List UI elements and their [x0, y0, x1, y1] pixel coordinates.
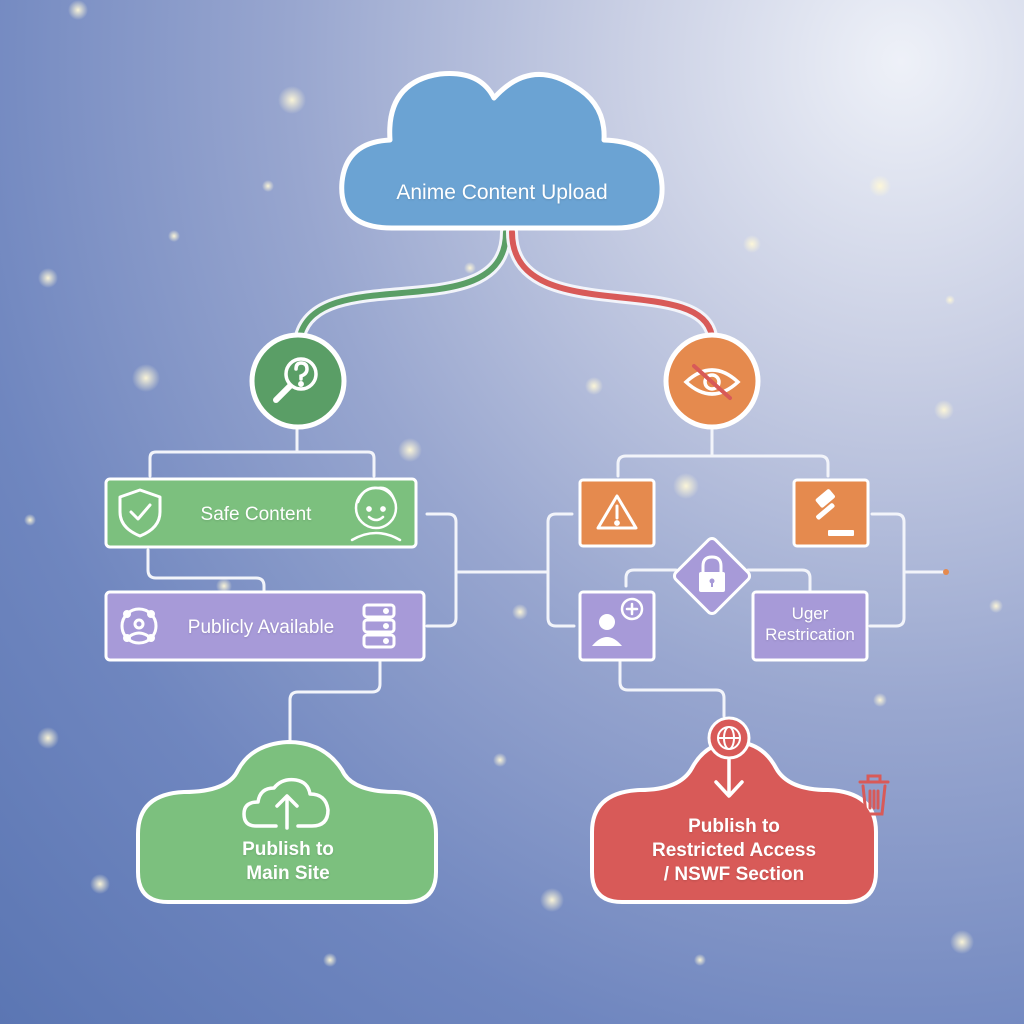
connector-endpoint [943, 569, 949, 575]
publicly-available-label: Publicly Available [187, 617, 335, 638]
user-restriction-label: Uger Restrication [753, 603, 867, 646]
upload-cloud [339, 71, 665, 231]
network-hub-icon [120, 607, 158, 645]
bokeh-sparkles [24, 0, 1003, 967]
padlock-icon [699, 555, 725, 592]
add-user-box [578, 590, 656, 662]
gavel-icon [815, 489, 854, 536]
database-icon [362, 603, 396, 649]
publish-restricted-line2: Restricted Access [651, 839, 817, 861]
trash-icon [858, 774, 890, 816]
safe-content-box [104, 477, 418, 549]
shield-check-icon [118, 488, 162, 538]
child-face-icon [350, 486, 402, 542]
user-restriction-line1: Uger [791, 604, 829, 623]
publish-main-line1: Publish to [242, 839, 334, 860]
eye-slash-icon [683, 364, 741, 400]
cloud-upload-icon [242, 777, 330, 830]
connectors [146, 428, 946, 744]
gavel-box [792, 478, 870, 548]
magnifier-question-icon [273, 357, 318, 403]
warning-triangle-icon [596, 494, 638, 530]
publish-main-line2: Main Site [246, 862, 330, 884]
restricted-branch-line [506, 226, 718, 342]
publish-restricted-label: Publish to Restricted Access / NSWF Sect… [614, 815, 854, 886]
upload-label: Anime Content Upload [396, 181, 608, 204]
arrow-down-icon [714, 758, 744, 798]
publish-main-label: Publish to Main Site [188, 838, 388, 886]
safe-branch-line [294, 226, 512, 342]
review-node [249, 332, 347, 430]
publish-restricted-line1: Publish to [688, 816, 780, 837]
user-plus-icon [592, 597, 644, 646]
user-restriction-box [751, 590, 869, 662]
user-restriction-line2: Restrication [765, 625, 855, 645]
publish-restricted-line3: / NSWF Section [663, 863, 805, 885]
globe-icon [707, 716, 751, 760]
safe-content-label: Safe Content [200, 504, 312, 525]
publicly-available-box [104, 590, 426, 662]
